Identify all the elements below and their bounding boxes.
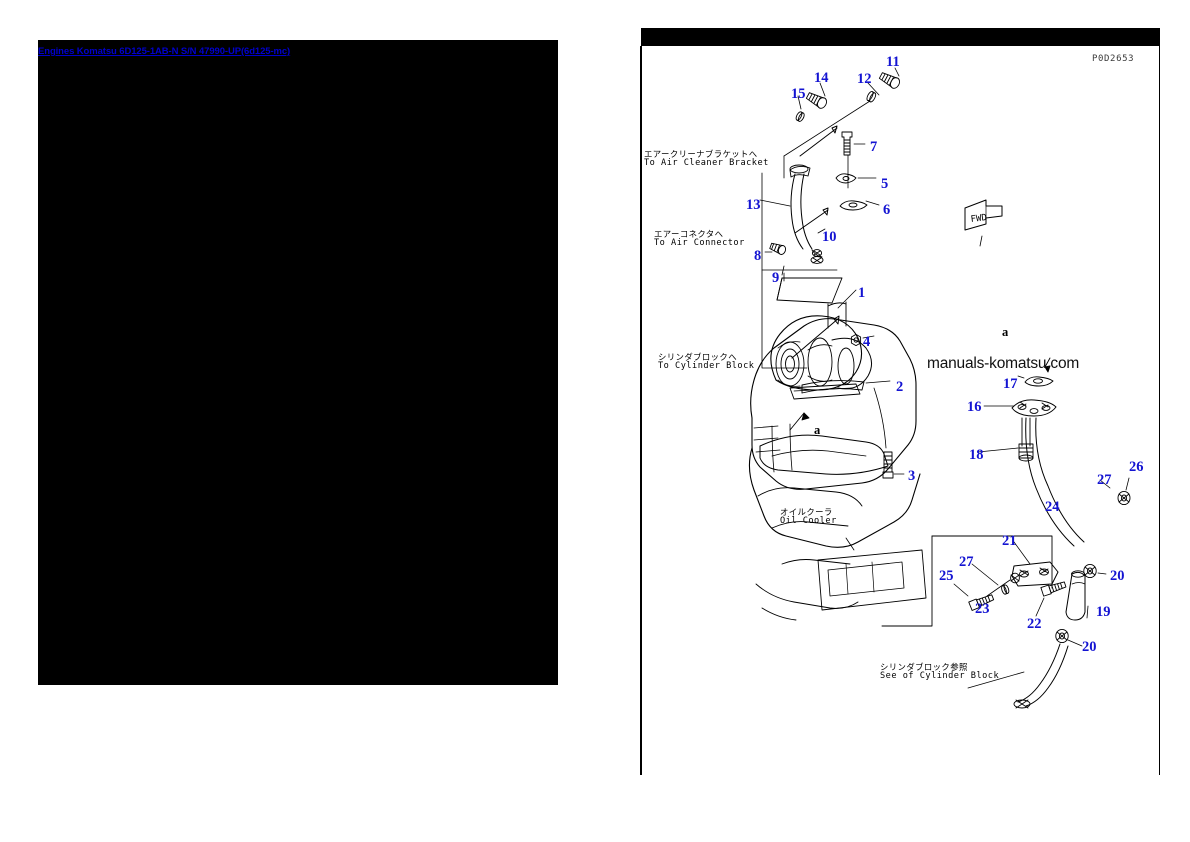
callout-number-2: 2 xyxy=(896,379,904,395)
reference-mark-a-lower: a xyxy=(814,423,821,437)
parts-diagram-frame: P0D2653 xyxy=(632,28,1161,775)
callout-number-24: 24 xyxy=(1045,499,1060,515)
frame-right-rule xyxy=(1158,46,1161,775)
left-preview-pane: Engines Komatsu 6D125-1AB-N S/N 47990-UP… xyxy=(38,40,558,685)
fwd-orientation-icon: FWD xyxy=(962,196,1008,236)
reference-mark-a-upper: a xyxy=(1002,325,1009,339)
callout-number-13: 13 xyxy=(746,197,761,213)
annotation-to-cylinder-block: シリンダブロックへ To Cylinder Block xyxy=(658,352,755,372)
callout-number-12: 12 xyxy=(857,71,872,87)
callout-number-22: 22 xyxy=(1027,616,1042,632)
callout-number-3: 3 xyxy=(908,468,916,484)
svg-text:FWD: FWD xyxy=(970,213,987,225)
callout-number-6: 6 xyxy=(883,202,891,218)
annotation-oil-cooler: オイルクーラ Oil Cooler xyxy=(780,507,837,527)
callout-number-1: 1 xyxy=(858,285,866,301)
annotation-see-of-cylinder-block: シリンダブロック参照 See of Cylinder Block xyxy=(880,662,1000,682)
exploded-parts-drawing xyxy=(632,28,1160,775)
frame-left-rule xyxy=(640,46,642,775)
callout-number-26: 26 xyxy=(1129,459,1144,475)
callout-number-8: 8 xyxy=(754,248,762,264)
callout-number-17: 17 xyxy=(1003,376,1018,392)
callout-number-15: 15 xyxy=(791,86,806,102)
callout-number-18: 18 xyxy=(969,447,984,463)
callout-number-25: 25 xyxy=(939,568,954,584)
site-watermark: manuals-komatsu.com xyxy=(927,355,1080,372)
callout-number-5: 5 xyxy=(881,176,889,192)
callout-number-21: 21 xyxy=(1002,533,1017,549)
annotation-to-air-connector: エアーコネクタへ To Air Connector xyxy=(654,229,745,249)
callout-number-10: 10 xyxy=(822,229,837,245)
callout-number-27: 27 xyxy=(959,554,974,570)
callout-number-20: 20 xyxy=(1082,639,1097,655)
document-title-link[interactable]: Engines Komatsu 6D125-1AB-N S/N 47990-UP… xyxy=(38,46,291,57)
frame-top-bar xyxy=(641,28,1160,46)
callout-number-7: 7 xyxy=(870,139,878,155)
callout-number-19: 19 xyxy=(1096,604,1111,620)
callout-number-27: 27 xyxy=(1097,472,1112,488)
callout-number-20: 20 xyxy=(1110,568,1125,584)
part-code-label: P0D2653 xyxy=(1092,54,1135,64)
preview-image-placeholder xyxy=(38,40,558,685)
callout-number-14: 14 xyxy=(814,70,829,86)
callout-number-16: 16 xyxy=(967,399,982,415)
annotation-to-air-cleaner-bracket: エアークリーナブラケットへ To Air Cleaner Bracket xyxy=(644,149,769,169)
right-diagram-pane: P0D2653 xyxy=(595,0,1190,842)
callout-number-9: 9 xyxy=(772,270,780,286)
callout-number-23: 23 xyxy=(975,601,990,617)
callout-number-4: 4 xyxy=(863,334,871,350)
callout-number-11: 11 xyxy=(886,54,900,70)
